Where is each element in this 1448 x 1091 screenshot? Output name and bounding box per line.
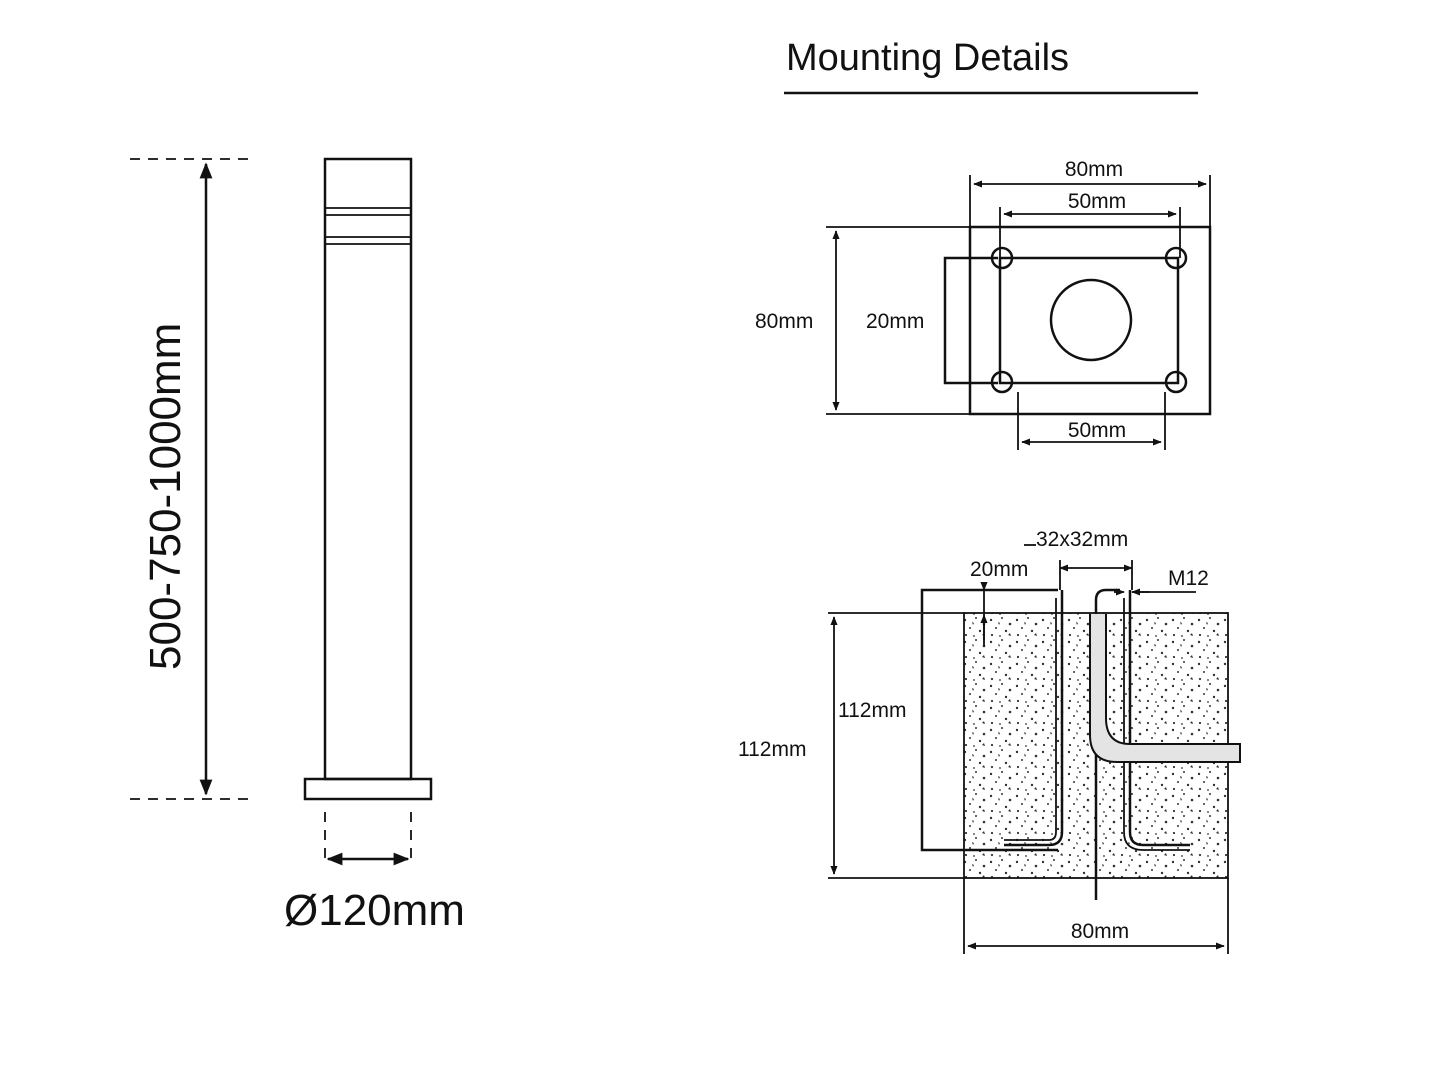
bolt-hole-bottom-right (1164, 370, 1188, 394)
anchor-bolt-right-outer (1128, 590, 1190, 847)
plan-view: 80mm 50mm 80mm 20mm 50mm (755, 158, 1212, 450)
bolt-label: M12 (1168, 567, 1209, 590)
tube-label: 32x32mm (1036, 528, 1128, 551)
height-label: 500-750-1000mm (141, 323, 190, 670)
inner-width-label: 50mm (1068, 190, 1126, 213)
anchor-bolt-left-outer (1004, 590, 1064, 847)
bottom-width-label: 50mm (1068, 419, 1126, 442)
bollard-base-plate (303, 777, 433, 801)
conduit-centerline (1094, 588, 1120, 900)
outer-width-label: 80mm (1065, 158, 1123, 181)
outer-height-label: 80mm (755, 310, 813, 333)
plan-base-plate (968, 225, 1212, 416)
bolt-hole-bottom-left (990, 370, 1014, 394)
inner-depth-label: 112mm (838, 699, 906, 722)
bollard-elevation: 500-750-1000mm Ø120mm (130, 157, 465, 935)
bollard-body (323, 157, 413, 781)
base-width-label: 80mm (1071, 920, 1129, 943)
bolt-hole-top-left (990, 246, 1014, 270)
plan-side-profile (943, 256, 998, 385)
cover-label: 20mm (970, 558, 1028, 581)
diameter-label: Ø120mm (284, 886, 465, 935)
cable-hole (1049, 278, 1133, 362)
section-view: 32x32mm 20mm M12 112mm 112mm 80mm (738, 528, 1241, 954)
offset-label: 20mm (866, 310, 924, 333)
page-title: Mounting Details (786, 37, 1069, 79)
base-flange-profile (920, 588, 1058, 852)
outer-depth-label: 112mm (738, 738, 806, 761)
plan-inner-plate (998, 256, 1180, 385)
cable-duct (1089, 614, 1241, 763)
bolt-hole-top-right (1164, 246, 1188, 270)
anchor-bolt-left-inner (1004, 598, 1057, 841)
anchor-bolt-right-inner (1123, 598, 1190, 851)
